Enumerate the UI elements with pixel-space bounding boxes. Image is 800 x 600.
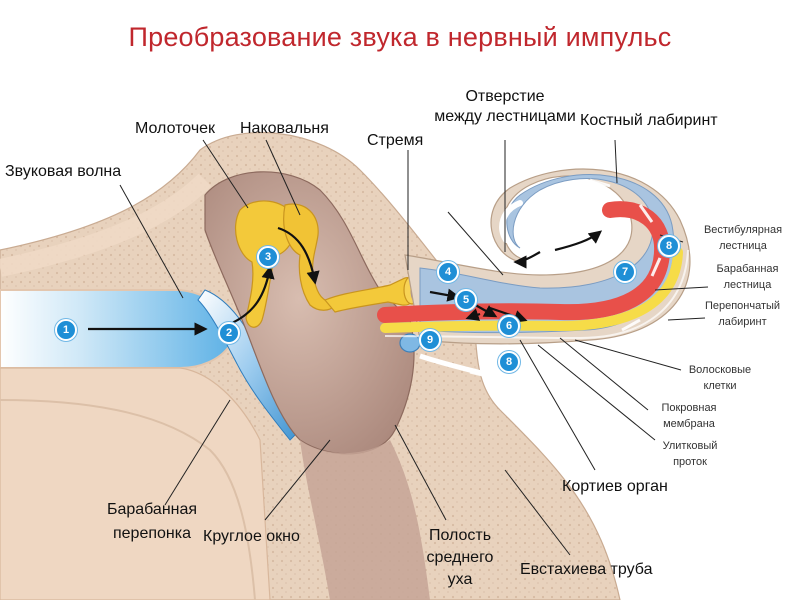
- lower-skin-shadow: [0, 399, 256, 600]
- step-badge-8-top: 8: [658, 235, 680, 257]
- label-helicotrema-line1: Отверстие: [465, 88, 545, 105]
- label-scala-tympani-line2: лестница: [723, 279, 772, 291]
- label-middle-ear-line1: Полость: [428, 527, 492, 544]
- label-tympanic-membrane-line2: перепонка: [112, 525, 191, 542]
- step-badge-1: 1: [55, 319, 77, 341]
- label-organ-of-corti: Кортиев орган: [562, 478, 668, 495]
- helicotrema-tip: [499, 200, 523, 243]
- label-helicotrema: Отверстие между лестницами: [410, 87, 600, 127]
- step-badge-2: 2: [218, 322, 240, 344]
- step-badge-5: 5: [455, 289, 477, 311]
- label-tympanic-membrane: Барабанная перепонка: [72, 500, 232, 544]
- basilar-red: [377, 201, 671, 323]
- return-arrow: [419, 353, 501, 381]
- label-membranous-labyrinth-line1: Перепончатый: [704, 300, 781, 312]
- step-badge-6: 6: [498, 315, 520, 337]
- label-eustachian-tube: Евстахиева труба: [520, 561, 653, 578]
- cochlea-inner-edge: [384, 249, 689, 340]
- step-badge-4: 4: [437, 261, 459, 283]
- label-hair-cells-line1: Волосковые: [688, 364, 752, 376]
- lower-skin: [0, 367, 271, 600]
- label-hair-cells: Волосковые клетки: [680, 363, 760, 393]
- label-scala-vestibuli-line1: Вестибулярная: [703, 224, 783, 236]
- label-cochlear-duct-line2: проток: [673, 456, 707, 468]
- label-tectorial-membrane: Покровная мембрана: [648, 401, 730, 431]
- step-badge-7: 7: [614, 261, 636, 283]
- label-hair-cells-line2: клетки: [703, 380, 737, 392]
- label-incus: Наковальня: [240, 120, 329, 137]
- label-middle-ear-line3: уха: [447, 571, 473, 588]
- label-scala-vestibuli-line2: лестница: [719, 240, 767, 252]
- step-badge-3: 3: [257, 246, 279, 268]
- label-helicotrema-line2: между лестницами: [434, 108, 576, 125]
- basilar-yellow: [380, 247, 683, 333]
- label-malleus: Молоточек: [135, 120, 216, 137]
- label-scala-vestibuli: Вестибулярная лестница: [688, 223, 798, 253]
- label-middle-ear-line2: среднего: [426, 549, 494, 566]
- middle-ear-lining: [300, 440, 430, 600]
- label-cochlear-duct-line1: Улитковый: [662, 440, 718, 452]
- label-bony-labyrinth: Костный лабиринт: [580, 112, 718, 129]
- label-membranous-labyrinth: Перепончатый лабиринт: [695, 299, 790, 329]
- step-badge-9: 9: [419, 329, 441, 351]
- helicotrema-arrow: [513, 251, 541, 269]
- label-tympanic-membrane-line1: Барабанная: [106, 501, 198, 518]
- label-scala-tympani: Барабанная лестница: [700, 262, 795, 292]
- label-tectorial-membrane-line1: Покровная: [661, 402, 717, 414]
- label-middle-ear: Полость среднего уха: [405, 526, 515, 590]
- label-scala-tympani-line1: Барабанная: [716, 263, 779, 275]
- label-membranous-labyrinth-line2: лабиринт: [718, 316, 767, 328]
- label-tectorial-membrane-line2: мембрана: [663, 418, 715, 430]
- outer-skin: [0, 173, 212, 277]
- diagram-title: Преобразование звука в нервный импульс: [128, 22, 672, 52]
- step-badge-8-bottom: 8: [498, 351, 520, 373]
- label-sound-wave: Звуковая волна: [5, 163, 122, 180]
- label-cochlear-duct: Улитковый проток: [650, 439, 730, 469]
- label-stapes: Стремя: [367, 132, 424, 149]
- label-round-window: Круглое окно: [203, 528, 300, 545]
